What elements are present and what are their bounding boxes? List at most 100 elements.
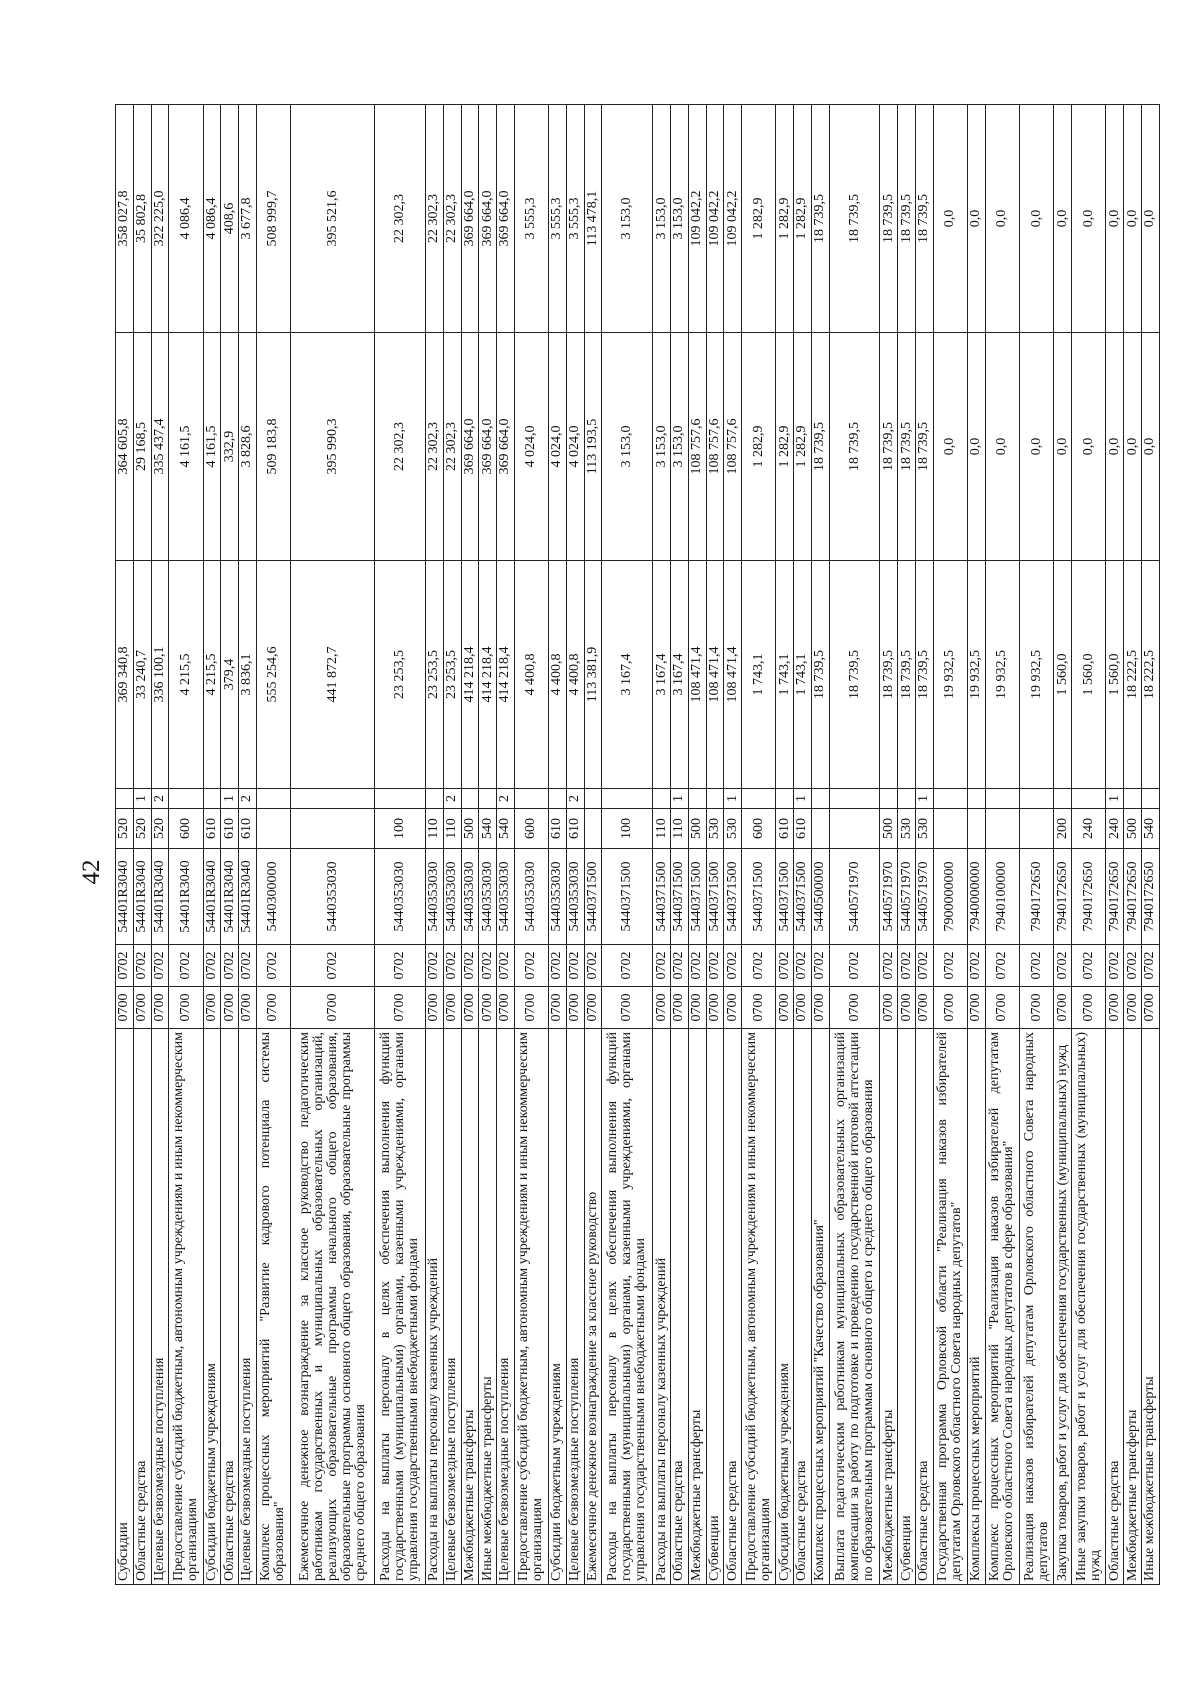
section-code: 0700 — [1123, 986, 1142, 1029]
funding-source-code — [1019, 788, 1054, 809]
amount-year-3: 0,0 — [1141, 104, 1160, 333]
amount-year-2: 395 990,3 — [290, 332, 375, 561]
subsection-code: 0702 — [1071, 944, 1106, 987]
target-article-code: 5440571970 — [829, 848, 880, 945]
subsection-code: 0702 — [133, 944, 151, 987]
target-article-code: 5440353030 — [496, 848, 515, 945]
subsection-code: 0702 — [967, 944, 986, 987]
amount-year-2: 0,0 — [1071, 332, 1106, 561]
table-row: Иные закупки товаров, работ и услуг для … — [1071, 104, 1106, 1585]
target-article-code: 5440353030 — [461, 848, 479, 945]
table-row: Государственная программа Орловской обла… — [933, 104, 968, 1585]
funding-source-code — [741, 788, 776, 809]
row-name: Расходы на выплаты персоналу казенных уч… — [652, 1028, 671, 1585]
amount-year-1: 369 340,8 — [115, 560, 134, 789]
amount-year-2: 4 024,0 — [514, 332, 549, 561]
expense-type-code: 610 — [793, 808, 812, 849]
amount-year-3: 18 739,5 — [897, 104, 916, 333]
row-name: Выплата педагогическим работникам муници… — [829, 1028, 880, 1585]
funding-source-code — [584, 788, 602, 809]
section-code: 0700 — [290, 986, 375, 1029]
target-article-code: 7940000000 — [967, 848, 986, 945]
amount-year-3: 4 086,4 — [203, 104, 221, 333]
table-row: Предоставление субсидий бюджетным, автон… — [741, 104, 776, 1585]
funding-source-code — [1123, 788, 1142, 809]
amount-year-1: 1 560,0 — [1105, 560, 1124, 789]
amount-year-2: 108 757,6 — [688, 332, 706, 561]
amount-year-3: 1 282,9 — [741, 104, 776, 333]
subsection-code: 0702 — [115, 944, 134, 987]
subsection-code: 0702 — [203, 944, 221, 987]
amount-year-2: 108 757,6 — [706, 332, 724, 561]
funding-source-code — [897, 788, 916, 809]
table-row: Закупка товаров, работ и услуг для обесп… — [1053, 104, 1072, 1585]
subsection-code: 0702 — [915, 944, 934, 987]
amount-year-3: 3 555,3 — [566, 104, 585, 333]
subsection-code: 0702 — [1141, 944, 1160, 987]
target-article-code: 54401R3040 — [203, 848, 221, 945]
target-article-code: 5440300000 — [256, 848, 291, 945]
amount-year-2: 0,0 — [985, 332, 1020, 561]
section-code: 0700 — [915, 986, 934, 1029]
table-row: Расходы на выплаты персоналу казенных уч… — [425, 104, 444, 1585]
amount-year-3: 3 153,0 — [670, 104, 689, 333]
amount-year-1: 4 400,8 — [548, 560, 567, 789]
subsection-code: 0702 — [829, 944, 880, 987]
row-name: Целевые безвозмездные поступления — [151, 1028, 169, 1585]
amount-year-3: 0,0 — [1123, 104, 1142, 333]
target-article-code: 5440353030 — [425, 848, 444, 945]
row-name: Субсидии бюджетным учреждениям — [203, 1028, 221, 1585]
amount-year-3: 0,0 — [1105, 104, 1124, 333]
amount-year-2: 113 193,5 — [584, 332, 602, 561]
amount-year-2: 0,0 — [933, 332, 968, 561]
target-article-code: 54401R3040 — [168, 848, 204, 945]
subsection-code: 0702 — [652, 944, 671, 987]
funding-source-code: 1 — [220, 788, 239, 809]
target-article-code: 7900000000 — [933, 848, 968, 945]
subsection-code: 0702 — [670, 944, 689, 987]
expense-type-code: 540 — [1141, 808, 1160, 849]
section-code: 0700 — [933, 986, 968, 1029]
row-name: Областные средства — [220, 1028, 239, 1585]
expense-type-code: 530 — [897, 808, 916, 849]
section-code: 0700 — [985, 986, 1020, 1029]
target-article-code: 5440371500 — [670, 848, 689, 945]
amount-year-3: 3 555,3 — [548, 104, 567, 333]
row-name: Реализация наказов избирателей депутатам… — [1019, 1028, 1054, 1585]
target-article-code: 5440371500 — [688, 848, 706, 945]
amount-year-1: 336 100,1 — [151, 560, 169, 789]
table-row: Комплекс процессных мероприятий "Качеств… — [811, 104, 830, 1585]
amount-year-1: 108 471,4 — [706, 560, 724, 789]
amount-year-1: 1 560,0 — [1071, 560, 1106, 789]
subsection-code: 0702 — [985, 944, 1020, 987]
expense-type-code: 110 — [443, 808, 462, 849]
target-article-code: 5440371500 — [723, 848, 742, 945]
expense-type-code: 610 — [238, 808, 257, 849]
target-article-code: 5440371500 — [706, 848, 724, 945]
row-name: Расходы на выплаты персоналу в целях обе… — [601, 1028, 653, 1585]
amount-year-2: 18 739,5 — [879, 332, 898, 561]
section-code: 0700 — [496, 986, 515, 1029]
target-article-code: 5440371500 — [584, 848, 602, 945]
section-code: 0700 — [897, 986, 916, 1029]
amount-year-2: 335 437,4 — [151, 332, 169, 561]
amount-year-1: 108 471,4 — [688, 560, 706, 789]
target-article-code: 5440353030 — [566, 848, 585, 945]
amount-year-3: 0,0 — [1053, 104, 1072, 333]
subsection-code: 0702 — [723, 944, 742, 987]
target-article-code: 7940172650 — [1141, 848, 1160, 945]
funding-source-code: 1 — [723, 788, 742, 809]
target-article-code: 5440371500 — [601, 848, 653, 945]
row-name: Комплекс процессных мероприятий "Качеств… — [811, 1028, 830, 1585]
amount-year-2: 364 605,8 — [115, 332, 134, 561]
expense-type-code: 500 — [879, 808, 898, 849]
row-name: Комплексы процессных мероприятий — [967, 1028, 986, 1585]
funding-source-code — [203, 788, 221, 809]
amount-year-1: 414 218,4 — [478, 560, 497, 789]
amount-year-2: 18 739,5 — [915, 332, 934, 561]
